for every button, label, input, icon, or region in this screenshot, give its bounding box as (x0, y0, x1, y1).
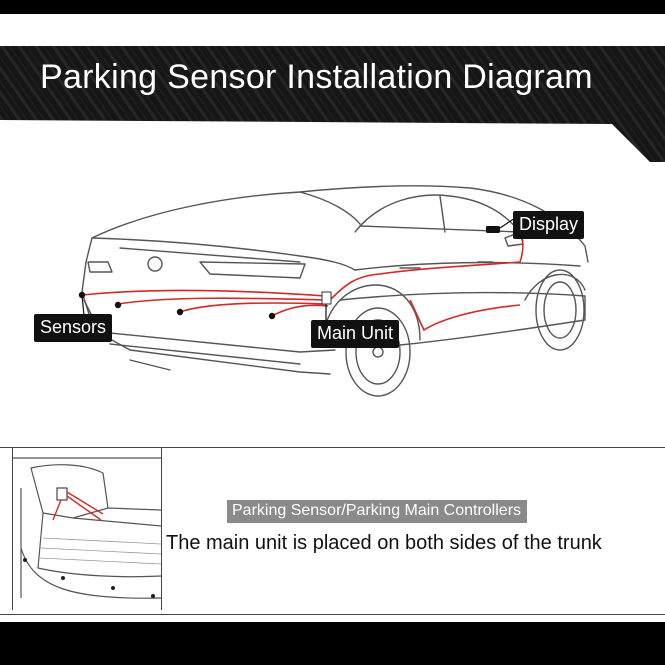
caption-text: The main unit is placed on both sides of… (166, 532, 602, 554)
top-black-bar (0, 0, 665, 14)
caption-badge: Parking Sensor/Parking Main Controllers (227, 500, 528, 523)
trunk-thumbnail (12, 448, 162, 610)
car-diagram (78, 185, 589, 397)
sensors-callout: Sensors (34, 314, 113, 342)
display-callout: Display (513, 211, 585, 239)
title-banner (0, 46, 665, 162)
bottom-black-bar (0, 622, 665, 665)
main-unit-callout: Main Unit (311, 320, 400, 348)
detail-panel (0, 447, 665, 615)
page-title: Parking Sensor Installation Diagram (40, 58, 593, 96)
